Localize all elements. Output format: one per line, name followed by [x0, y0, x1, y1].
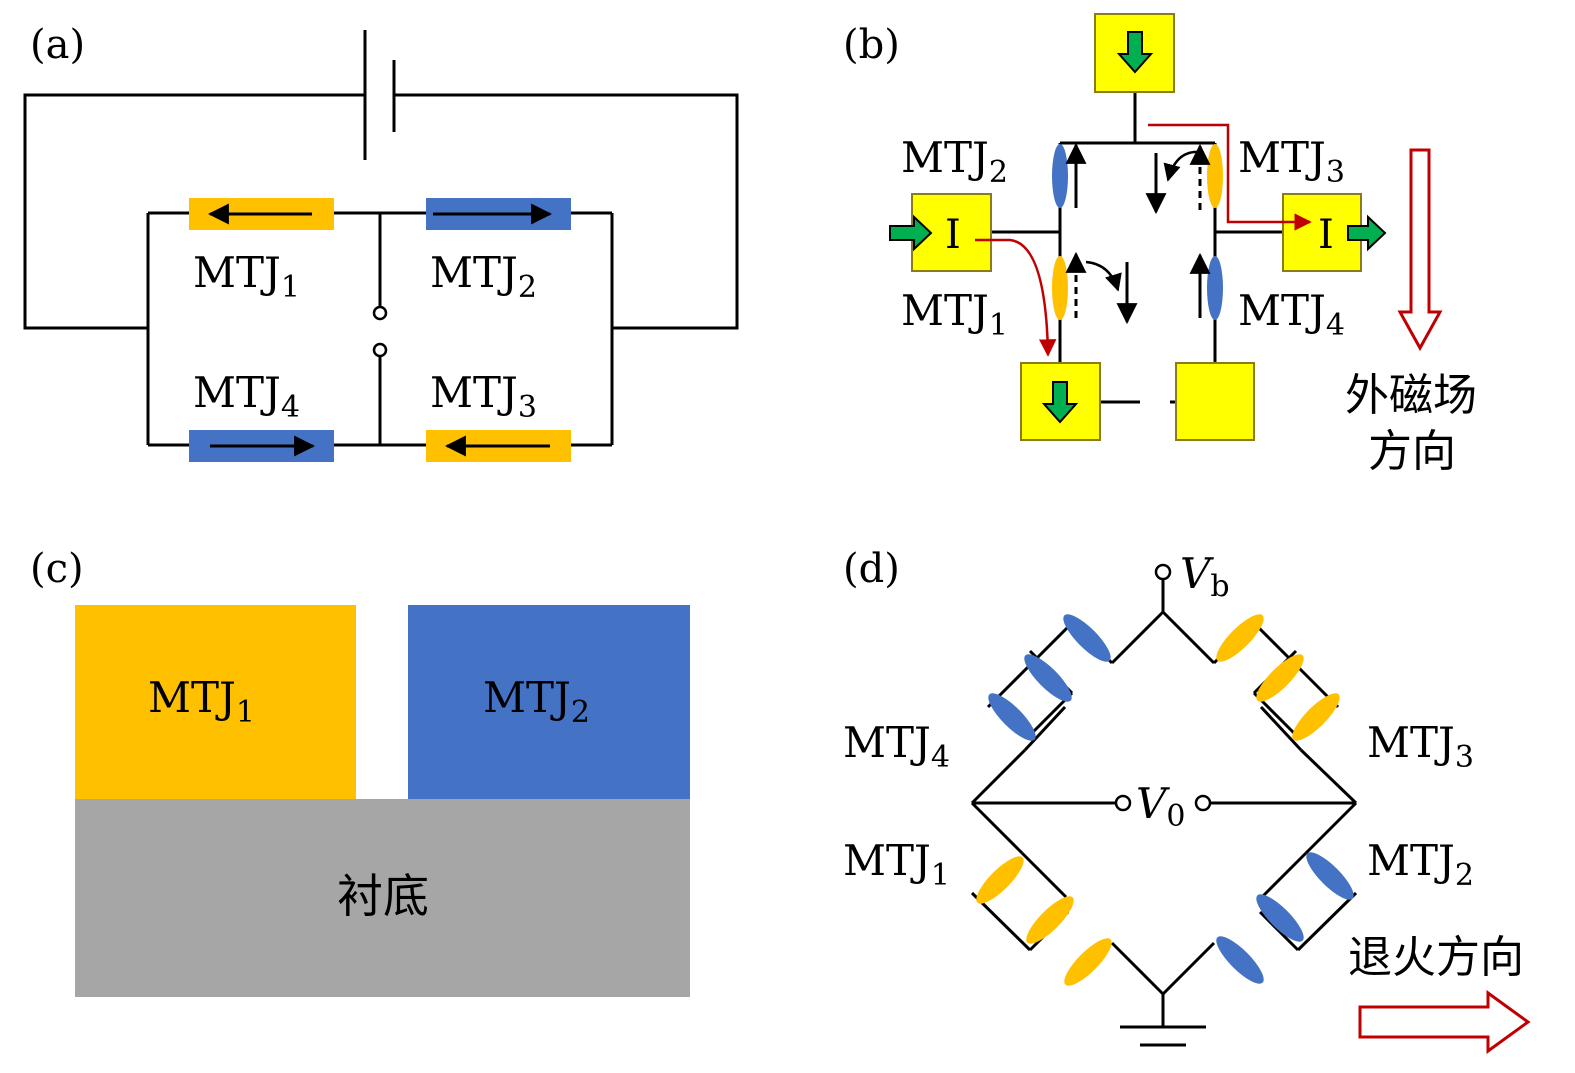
vb-terminal [1154, 563, 1172, 581]
red-current-path-icon [975, 238, 1057, 357]
v0-label: V0 [1136, 779, 1185, 834]
panel-c-label: (c) [30, 546, 84, 592]
field-direction-label-2: 方向 [1368, 426, 1456, 477]
mtj4-bar [189, 430, 334, 462]
mtj2-element [1216, 936, 1264, 984]
green-arrow-right-icon [1347, 214, 1387, 252]
anneal-arrow-right-icon [1358, 990, 1531, 1054]
v0-terminal-right [1194, 794, 1212, 812]
mtj2-element [1052, 144, 1068, 208]
mtj1-label: MTJ1 [901, 286, 1008, 343]
red-current-path-icon [1148, 123, 1312, 231]
mtj3-bar [426, 430, 571, 462]
pad-bottom-right [1175, 362, 1255, 441]
panel-b-label: (b) [843, 22, 900, 68]
terminal-circle-icon [372, 342, 388, 358]
mtj3-element [1256, 654, 1304, 702]
mtj1-label: MTJ1 [843, 836, 950, 893]
panel-d: (d) [843, 546, 1531, 1054]
mtj2-label: MTJ2 [483, 673, 590, 730]
mtj2-label: MTJ2 [1367, 836, 1474, 893]
mtj1-bar [189, 198, 334, 230]
mtj1-element [1052, 256, 1068, 320]
field-direction-label-1: 外磁场 [1345, 370, 1477, 421]
green-arrow-down-icon [1116, 31, 1154, 74]
panel-a-label: (a) [30, 22, 85, 68]
substrate-block [75, 799, 690, 997]
panel-c: (c) MTJ1 MTJ2 衬底 [30, 546, 690, 997]
mtj2-element [1256, 894, 1304, 942]
current-out-label: I [1318, 212, 1334, 258]
outer-wire [23, 93, 365, 330]
mtj1-label: MTJ1 [193, 248, 300, 305]
mtj4-label: MTJ4 [843, 718, 950, 775]
mtj3-label: MTJ3 [1238, 133, 1345, 190]
panel-b: (b) I I [843, 13, 1477, 477]
mtj3-element [1207, 144, 1223, 208]
mtj2-label: MTJ2 [430, 248, 537, 305]
v0-terminal-left [1114, 794, 1132, 812]
ground-icon [1120, 1025, 1206, 1047]
substrate-label: 衬底 [337, 869, 429, 923]
mtj1-element [1026, 896, 1074, 944]
mtj3-label: MTJ3 [1367, 718, 1474, 775]
panel-a: (a) [23, 22, 739, 462]
mtj4-label: MTJ4 [1238, 286, 1345, 343]
panel-d-label: (d) [843, 546, 900, 592]
vb-label: Vb [1180, 549, 1230, 604]
mtj4-element [1207, 256, 1223, 320]
battery-icon [363, 30, 396, 160]
mtj3-element [1216, 614, 1264, 662]
field-direction-arrow-icon [1397, 148, 1443, 352]
mtj1-element [976, 856, 1024, 904]
mtj3-element [1292, 693, 1340, 741]
terminal-circle-icon [372, 305, 388, 321]
curved-arrow-icon [1085, 260, 1122, 292]
green-arrow-down-icon [1041, 381, 1079, 424]
mtj2-block [408, 605, 690, 800]
mtj4-element [1063, 614, 1111, 662]
mtj3-label: MTJ3 [430, 368, 537, 425]
green-arrow-right-icon [889, 214, 933, 252]
mtj4-label: MTJ4 [193, 368, 300, 425]
mtj1-label: MTJ1 [148, 673, 255, 730]
current-in-label: I [945, 212, 961, 258]
mtj1-block [75, 605, 356, 800]
mtj2-element [1306, 852, 1354, 900]
outer-wire-right [394, 93, 739, 330]
anneal-direction-label: 退火方向 [1348, 932, 1524, 983]
mtj4-element [988, 693, 1036, 741]
mtj2-bar [426, 198, 571, 230]
mtj2-label: MTJ2 [901, 133, 1008, 190]
mtj4-element [1024, 654, 1072, 702]
mtj1-element [1064, 938, 1112, 986]
bridge-diamond-wires [970, 580, 1358, 1027]
curved-arrow-icon [1163, 150, 1201, 182]
